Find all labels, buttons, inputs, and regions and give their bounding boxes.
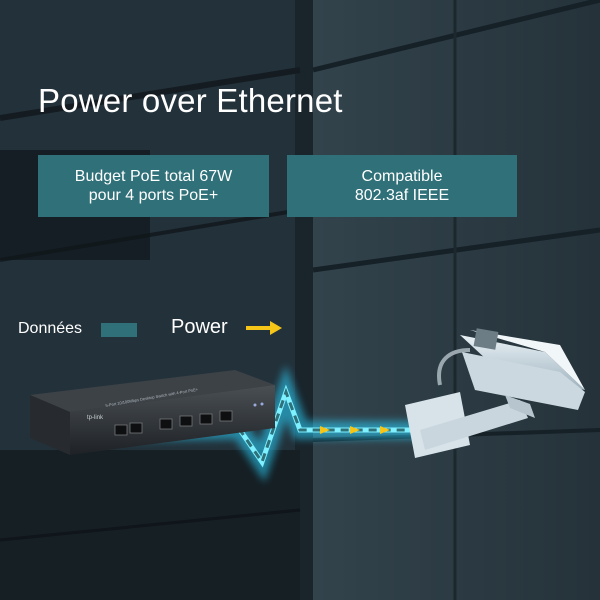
ethernet-port xyxy=(219,410,233,422)
ethernet-port xyxy=(159,418,173,430)
badge-line: Compatible xyxy=(361,168,443,185)
status-led xyxy=(260,402,264,406)
ethernet-port xyxy=(179,415,193,427)
network-switch xyxy=(30,370,275,455)
poe-budget-badge: Budget PoE total 67W pour 4 ports PoE+ xyxy=(38,155,269,217)
wall-seam xyxy=(0,508,301,542)
ethernet-port xyxy=(114,424,128,436)
legend-data-swatch xyxy=(101,323,137,337)
badge-line: pour 4 ports PoE+ xyxy=(88,187,219,204)
wall-panel xyxy=(300,0,600,600)
badge-line: Budget PoE total 67W xyxy=(74,168,233,185)
security-camera xyxy=(405,328,585,458)
arrow-right-icon xyxy=(246,321,282,335)
legend-power-label: Power xyxy=(171,316,228,338)
status-led xyxy=(253,403,257,407)
badge-line: 802.3af IEEE xyxy=(354,187,450,204)
legend-data-label: Données xyxy=(18,320,83,337)
compatibility-badge: Compatible 802.3af IEEE xyxy=(287,155,517,217)
brand-logo: tp-link xyxy=(87,415,104,421)
wall-seam xyxy=(0,67,301,121)
page-title: Power over Ethernet xyxy=(38,82,343,119)
ethernet-port xyxy=(199,413,213,425)
ethernet-port xyxy=(129,422,143,434)
